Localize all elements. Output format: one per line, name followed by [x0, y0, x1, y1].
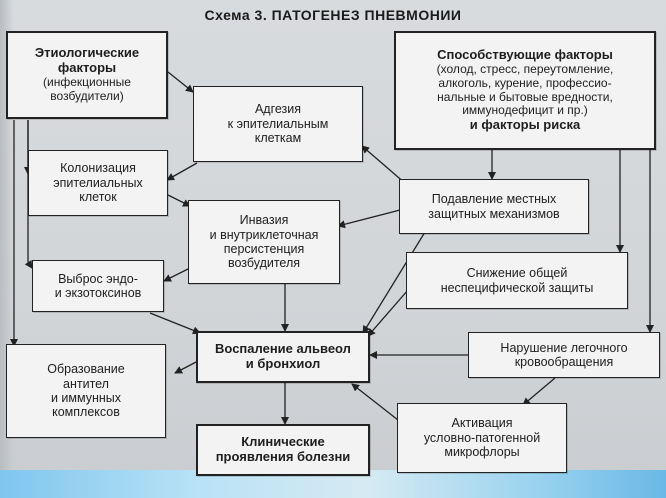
- arrow-inflammation-to-antibodies: [174, 359, 201, 374]
- risk-factors-box: Способствующие факторы (холод, стресс, п…: [394, 31, 656, 150]
- etiology-factors-title: Этиологические факторы: [34, 45, 140, 76]
- etiology-factors-box: Этиологические факторы (инфекционные воз…: [6, 31, 168, 119]
- risk-factors-tail: и факторы риска: [469, 117, 581, 133]
- arrow-etiology-to-adhesion: [167, 71, 194, 93]
- clinical-manifestations-box: Клинические проявления болезни: [196, 424, 370, 476]
- arrow-local-defense-to-adhesion: [361, 145, 407, 185]
- arrow-colonization-to-invasion: [167, 194, 191, 207]
- diagram-title: Схема 3. ПАТОГЕНЕЗ ПНЕВМОНИИ: [204, 7, 462, 23]
- inflammation-box: Воспаление альвеол и бронхиол: [196, 331, 370, 383]
- circulation-box: Нарушение легочного кровообращения: [468, 332, 660, 378]
- arrow-local-defense-to-invasion: [337, 209, 401, 229]
- arrow-local-defense-to-inflammation: [362, 231, 426, 334]
- arrow-etiology-to-toxins: [24, 259, 33, 269]
- etiology-factors-subtitle: (инфекционные возбудители): [43, 75, 131, 103]
- arrow-nonspecific-to-inflammation: [367, 289, 409, 337]
- colonization-box: Колонизация эпителиальных клеток: [28, 150, 168, 216]
- arrow-toxins-to-inflammation: [149, 312, 201, 335]
- invasion-box: Инвазия и внутриклеточная персистенция в…: [188, 200, 340, 284]
- nonspecific-defense-box: Снижение общей неспецифической защиты: [406, 252, 628, 309]
- arrow-circulation-to-microflora: [522, 377, 556, 406]
- toxins-box: Выброс эндо- и экзотоксинов: [32, 260, 164, 312]
- local-defense-box: Подавление местных защитных механизмов: [399, 179, 589, 234]
- adhesion-box: Адгезия к эпителиальным клеткам: [193, 86, 363, 162]
- risk-factors-title: Способствующие факторы: [437, 46, 613, 62]
- antibodies-box: Образование антител и иммунных комплексо…: [6, 344, 166, 438]
- risk-factors-list: (холод, стресс, переутомление, алкоголь,…: [436, 61, 614, 118]
- arrow-invasion-to-toxins: [163, 267, 191, 282]
- microflora-box: Активация условно-патогенной микрофлоры: [397, 403, 567, 473]
- arrow-adhesion-to-colonization: [166, 162, 198, 181]
- arrow-microflora-to-inflammation: [351, 383, 399, 421]
